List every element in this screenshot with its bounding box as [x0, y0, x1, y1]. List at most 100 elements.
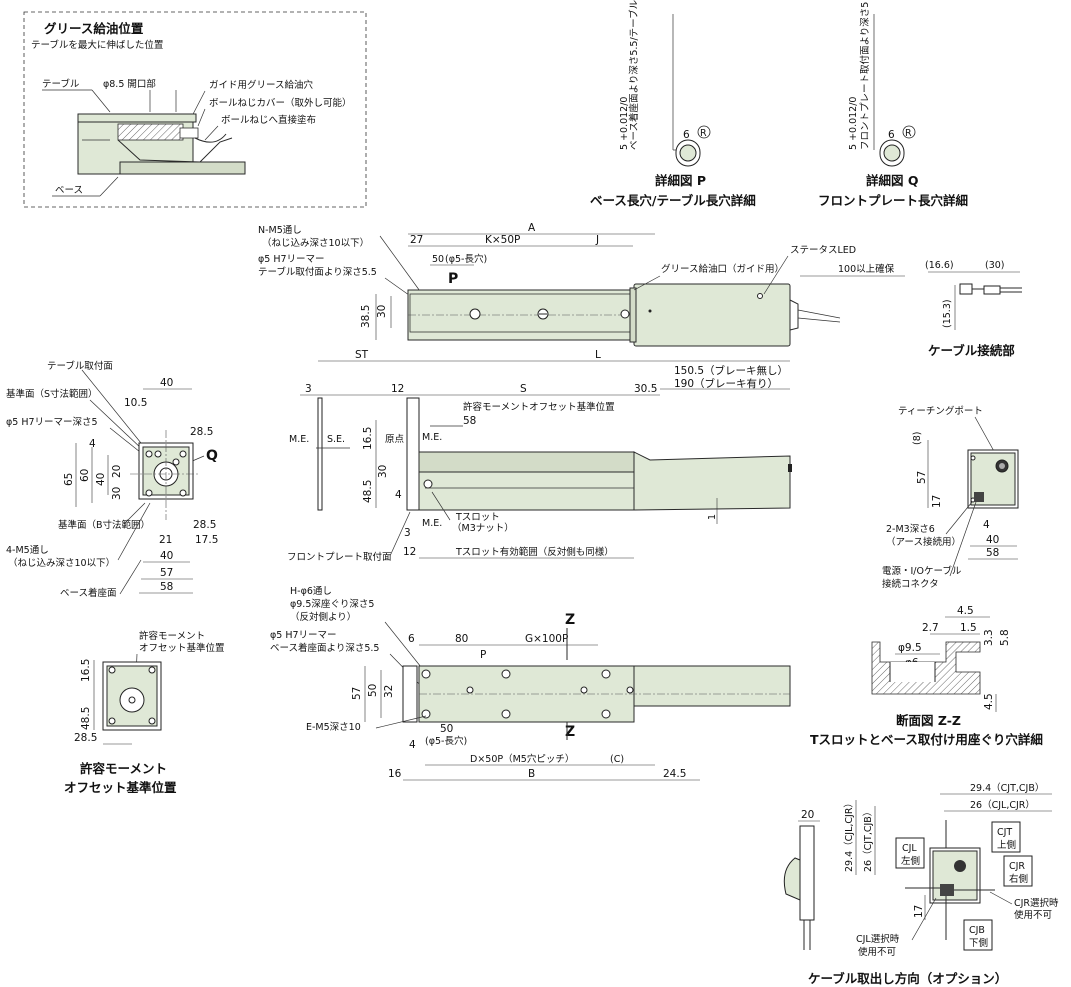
end-60: 60: [79, 469, 91, 482]
opt-cjr-note1: CJR選択時: [1014, 897, 1059, 909]
end-m5-depth: （ねじ込み深さ10以下）: [8, 557, 115, 569]
opt-26: 26（CJL,CJR）: [970, 799, 1035, 811]
rear-connector2: 接続コネクタ: [882, 578, 939, 590]
side-30-5: 30.5: [634, 383, 657, 395]
end-view: テーブル取付面 40 基準面（S寸法範囲） 10.5 φ5 H7リーマー深さ5 …: [6, 360, 218, 599]
detail-p-width: 6: [683, 129, 690, 141]
end-40: 40: [160, 377, 173, 389]
opt-cjr: CJR: [1009, 861, 1025, 872]
side-moment-ref: 許容モーメントオフセット基準位置: [463, 401, 615, 413]
end-20: 20: [111, 465, 123, 478]
detail-q-width: 6: [888, 129, 895, 141]
side-1: 1: [707, 514, 718, 520]
detail-q: フロントプレート取付面より深さ5 5 +0.012/0 6 R 詳細図 Q フロ…: [818, 2, 968, 208]
opt-cjb-side: 下側: [969, 937, 988, 949]
bottom-motor-body: [633, 665, 791, 707]
zz-4-5: 4.5: [957, 605, 974, 617]
top-grease-port: グリース給油口（ガイド用）: [661, 263, 784, 275]
moment-title2: オフセット基準位置: [64, 780, 177, 795]
side-nobrake: 150.5（ブレーキ無し）: [674, 364, 788, 377]
top-view: A N-M5通し （ねじ込み深さ10以下） φ5 H7リーマー テーブル取付面よ…: [258, 222, 905, 347]
opt-cjl-note2: 使用不可: [858, 946, 896, 958]
grease-guide-hole-label: ガイド用グリース給油穴: [209, 79, 314, 91]
side-4: 4: [395, 489, 402, 501]
top-motor-body: [633, 283, 791, 347]
cable-title: ケーブル接続部: [928, 343, 1015, 358]
end-reamer: φ5 H7リーマー深さ5: [6, 417, 98, 428]
side-l: L: [595, 349, 601, 361]
opt-cjr-note2: 使用不可: [1014, 909, 1052, 921]
bottom-80: 80: [455, 633, 468, 645]
moment-16-5: 16.5: [80, 659, 92, 682]
side-origin: 原点: [385, 434, 405, 445]
side-me2: M.E.: [422, 432, 442, 443]
end-28-5b: 28.5: [193, 519, 216, 531]
end-4: 4: [89, 438, 96, 450]
rear-17: 17: [931, 495, 943, 508]
bottom-16: 16: [388, 768, 402, 780]
end-table-face: テーブル取付面: [47, 360, 113, 372]
side-12: 12: [391, 383, 404, 395]
rear-view: ティーチングポート (8) 57 17 4 40 58 2-M3深さ6 （アース…: [882, 405, 1019, 590]
bottom-b: B: [528, 768, 535, 780]
top-a: A: [528, 222, 536, 234]
rear-4: 4: [983, 519, 990, 531]
moment-label2: オフセット基準位置: [139, 642, 225, 654]
grease-title: グリース給油位置: [44, 21, 144, 36]
opt-cjr-side: 右側: [1009, 873, 1028, 885]
bottom-32: 32: [383, 685, 395, 698]
detail-p-tolerance: 5 +0.012/0: [619, 97, 630, 150]
side-motor-body: [633, 451, 791, 511]
top-n-m5: N-M5通し: [258, 225, 302, 236]
opt-cjb: CJB: [969, 925, 985, 936]
end-m5: 4-M5通し: [6, 545, 49, 556]
end-40b: 40: [160, 550, 173, 562]
detail-p-title: 詳細図 P: [655, 173, 706, 188]
top-38-5: 38.5: [360, 305, 372, 328]
rear-connector1: 電源・I/Oケーブル: [882, 565, 962, 577]
zz-title: 断面図 Z-Z: [896, 713, 961, 728]
bottom-reamer-depth: ベース着座面より深さ5.5: [270, 642, 379, 654]
top-50: 50: [432, 254, 444, 265]
top-j: J: [595, 234, 599, 246]
bottom-z2: Z: [565, 724, 575, 740]
cable-connection: (16.6) (30) (15.3) ケーブル接続部: [925, 260, 1022, 358]
rear-40: 40: [986, 534, 999, 546]
top-cable-margin: 100以上確保: [838, 263, 895, 275]
side-brake: 190（ブレーキ有り）: [674, 377, 778, 390]
side-se: S.E.: [327, 434, 345, 445]
bottom-dx50p: D×50P（M5穴ピッチ）: [470, 753, 574, 765]
detail-q-tolerance: 5 +0.012/0: [848, 97, 859, 150]
bottom-slot: (φ5-長穴): [425, 735, 467, 747]
grease-opening-label: φ8.5 開口部: [103, 78, 156, 90]
opt-20: 20: [801, 809, 814, 821]
zz-5-8: 5.8: [999, 629, 1011, 646]
top-status-led: ステータスLED: [790, 245, 856, 256]
end-30: 30: [111, 487, 123, 500]
grease-position-panel: グリース給油位置 テーブルを最大に伸ばした位置 テーブル φ8.5 開口部 ガイ…: [23, 11, 367, 208]
side-12b: 12: [403, 546, 416, 558]
zz-2-7: 2.7: [922, 622, 939, 634]
side-48-5: 48.5: [362, 480, 374, 503]
rear-m3: 2-M3深さ6: [886, 524, 935, 535]
bottom-50b: 50: [440, 723, 453, 735]
grease-subtitle: テーブルを最大に伸ばした位置: [31, 39, 163, 51]
end-28-5: 28.5: [190, 426, 213, 438]
rear-earth: （アース接続用）: [886, 536, 961, 548]
detail-q-depth: フロントプレート取付面より深さ5: [860, 2, 871, 150]
end-base-face: ベース着座面: [60, 587, 117, 599]
rear-8: (8): [912, 432, 923, 445]
bottom-c: (C): [610, 754, 624, 765]
section-zz: 4.5 2.7 1.5 3.3 5.8 φ9.5 φ6 4.5 断面図 Z-Z …: [810, 605, 1043, 747]
top-slot: (φ5-長穴): [445, 253, 487, 265]
side-30: 30: [377, 465, 389, 478]
bottom-50: 50: [367, 684, 379, 697]
detail-p-caption: ベース長穴/テーブル長穴詳細: [590, 193, 756, 208]
grease-frame: [23, 11, 367, 208]
end-65: 65: [63, 473, 75, 486]
bottom-opp: （反対側より）: [290, 611, 356, 623]
rear-teaching-port: ティーチングポート: [898, 405, 983, 417]
side-tslot-range: Tスロット有効範囲（反対側も同様）: [455, 546, 614, 558]
opt-cjt-side: 上側: [997, 839, 1016, 851]
side-s: S: [520, 383, 527, 395]
